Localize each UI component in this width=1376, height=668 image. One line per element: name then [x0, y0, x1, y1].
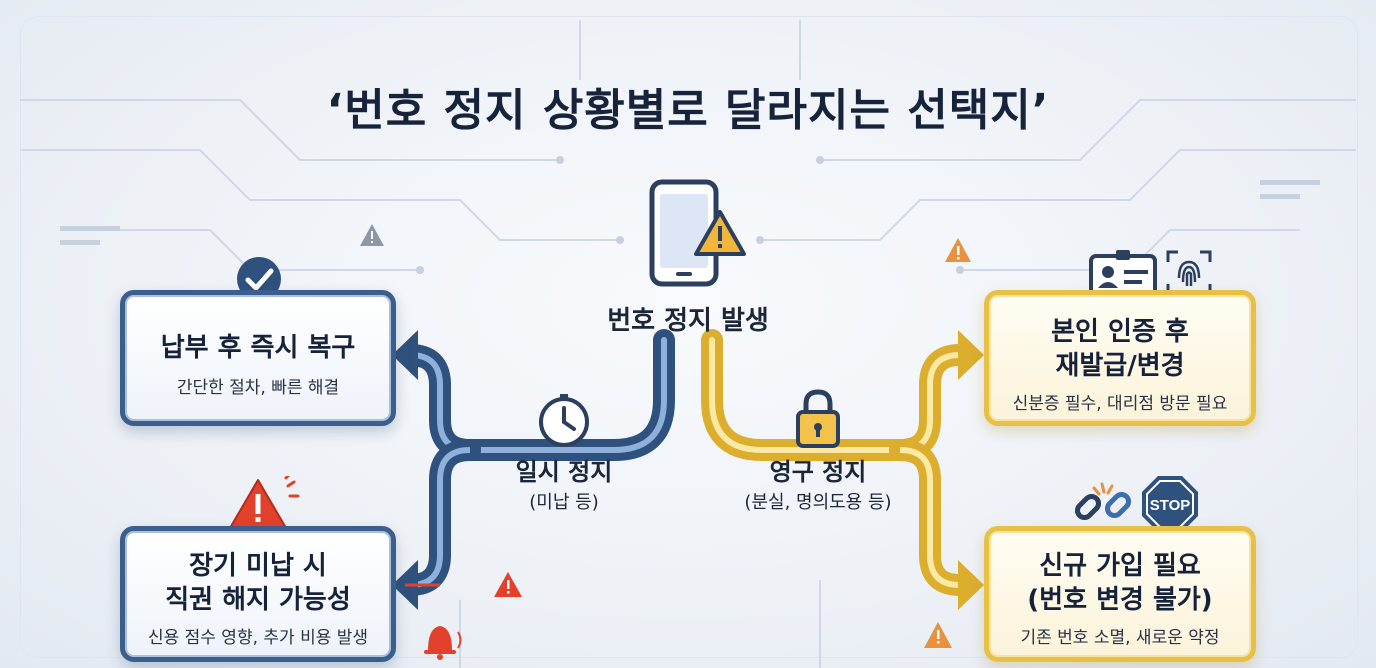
broken-link-icon: [1074, 482, 1132, 521]
permanent-path: [701, 329, 984, 610]
fingerprint-icon: [1166, 250, 1212, 296]
circuit-lines: [20, 20, 1356, 668]
warning-icon: [924, 622, 952, 648]
clock-icon: [539, 394, 589, 447]
reissue-desc: 신분증 필수, 대리점 방문 필요: [1012, 394, 1228, 414]
warning-icon: [360, 224, 384, 246]
permanent-label: 영구 정지: [769, 458, 867, 486]
warning-icon: [945, 238, 971, 262]
outer-frame: [20, 16, 1358, 658]
reissue-title-1: 본인 인증 후: [1051, 317, 1189, 347]
smartphone-warning-icon: [649, 179, 746, 287]
padlock-icon: [796, 389, 840, 448]
new-signup-desc: 기존 번호 소멸, 새로운 약정: [1020, 628, 1220, 648]
temporary-path: [392, 329, 675, 610]
new-signup-title-2: (번호 변경 불가): [1027, 585, 1213, 615]
long-unpaid-title-1: 장기 미납 시: [189, 551, 327, 581]
new-signup-title-1: 신규 가입 필요: [1039, 551, 1201, 581]
pay-restore-box: 납부 후 즉시 복구 간단한 절차, 빠른 해결: [120, 290, 396, 426]
temporary-sub: (미납 등): [529, 492, 599, 513]
warning-icon: [229, 476, 300, 529]
permanent-sub: (분실, 명의도용 등): [744, 492, 892, 513]
reissue-box: 본인 인증 후 재발급/변경 신분증 필수, 대리점 방문 필요: [984, 290, 1256, 426]
reissue-title-2: 재발급/변경: [1055, 351, 1185, 381]
stop-sign-text: STOP: [1150, 497, 1191, 514]
long-unpaid-box: 장기 미납 시 직권 해지 가능성 신용 점수 영향, 추가 비용 발생: [120, 526, 396, 662]
long-unpaid-title-2: 직권 해지 가능성: [165, 585, 351, 615]
center-label: 번호 정지 발생: [607, 306, 769, 336]
pay-restore-title: 납부 후 즉시 복구: [160, 333, 356, 363]
bell-icon: [424, 626, 462, 660]
temporary-label: 일시 정지: [515, 458, 613, 486]
page-title: ‘번호 정지 상황별로 달라지는 선택지’: [326, 85, 1050, 136]
stop-sign-icon: STOP: [1142, 476, 1198, 532]
new-signup-box: 신규 가입 필요 (번호 변경 불가) 기존 번호 소멸, 새로운 약정: [984, 526, 1256, 662]
pay-restore-desc: 간단한 절차, 빠른 해결: [176, 378, 340, 398]
warning-icon: [494, 572, 522, 597]
long-unpaid-desc: 신용 점수 영향, 추가 비용 발생: [147, 628, 369, 648]
